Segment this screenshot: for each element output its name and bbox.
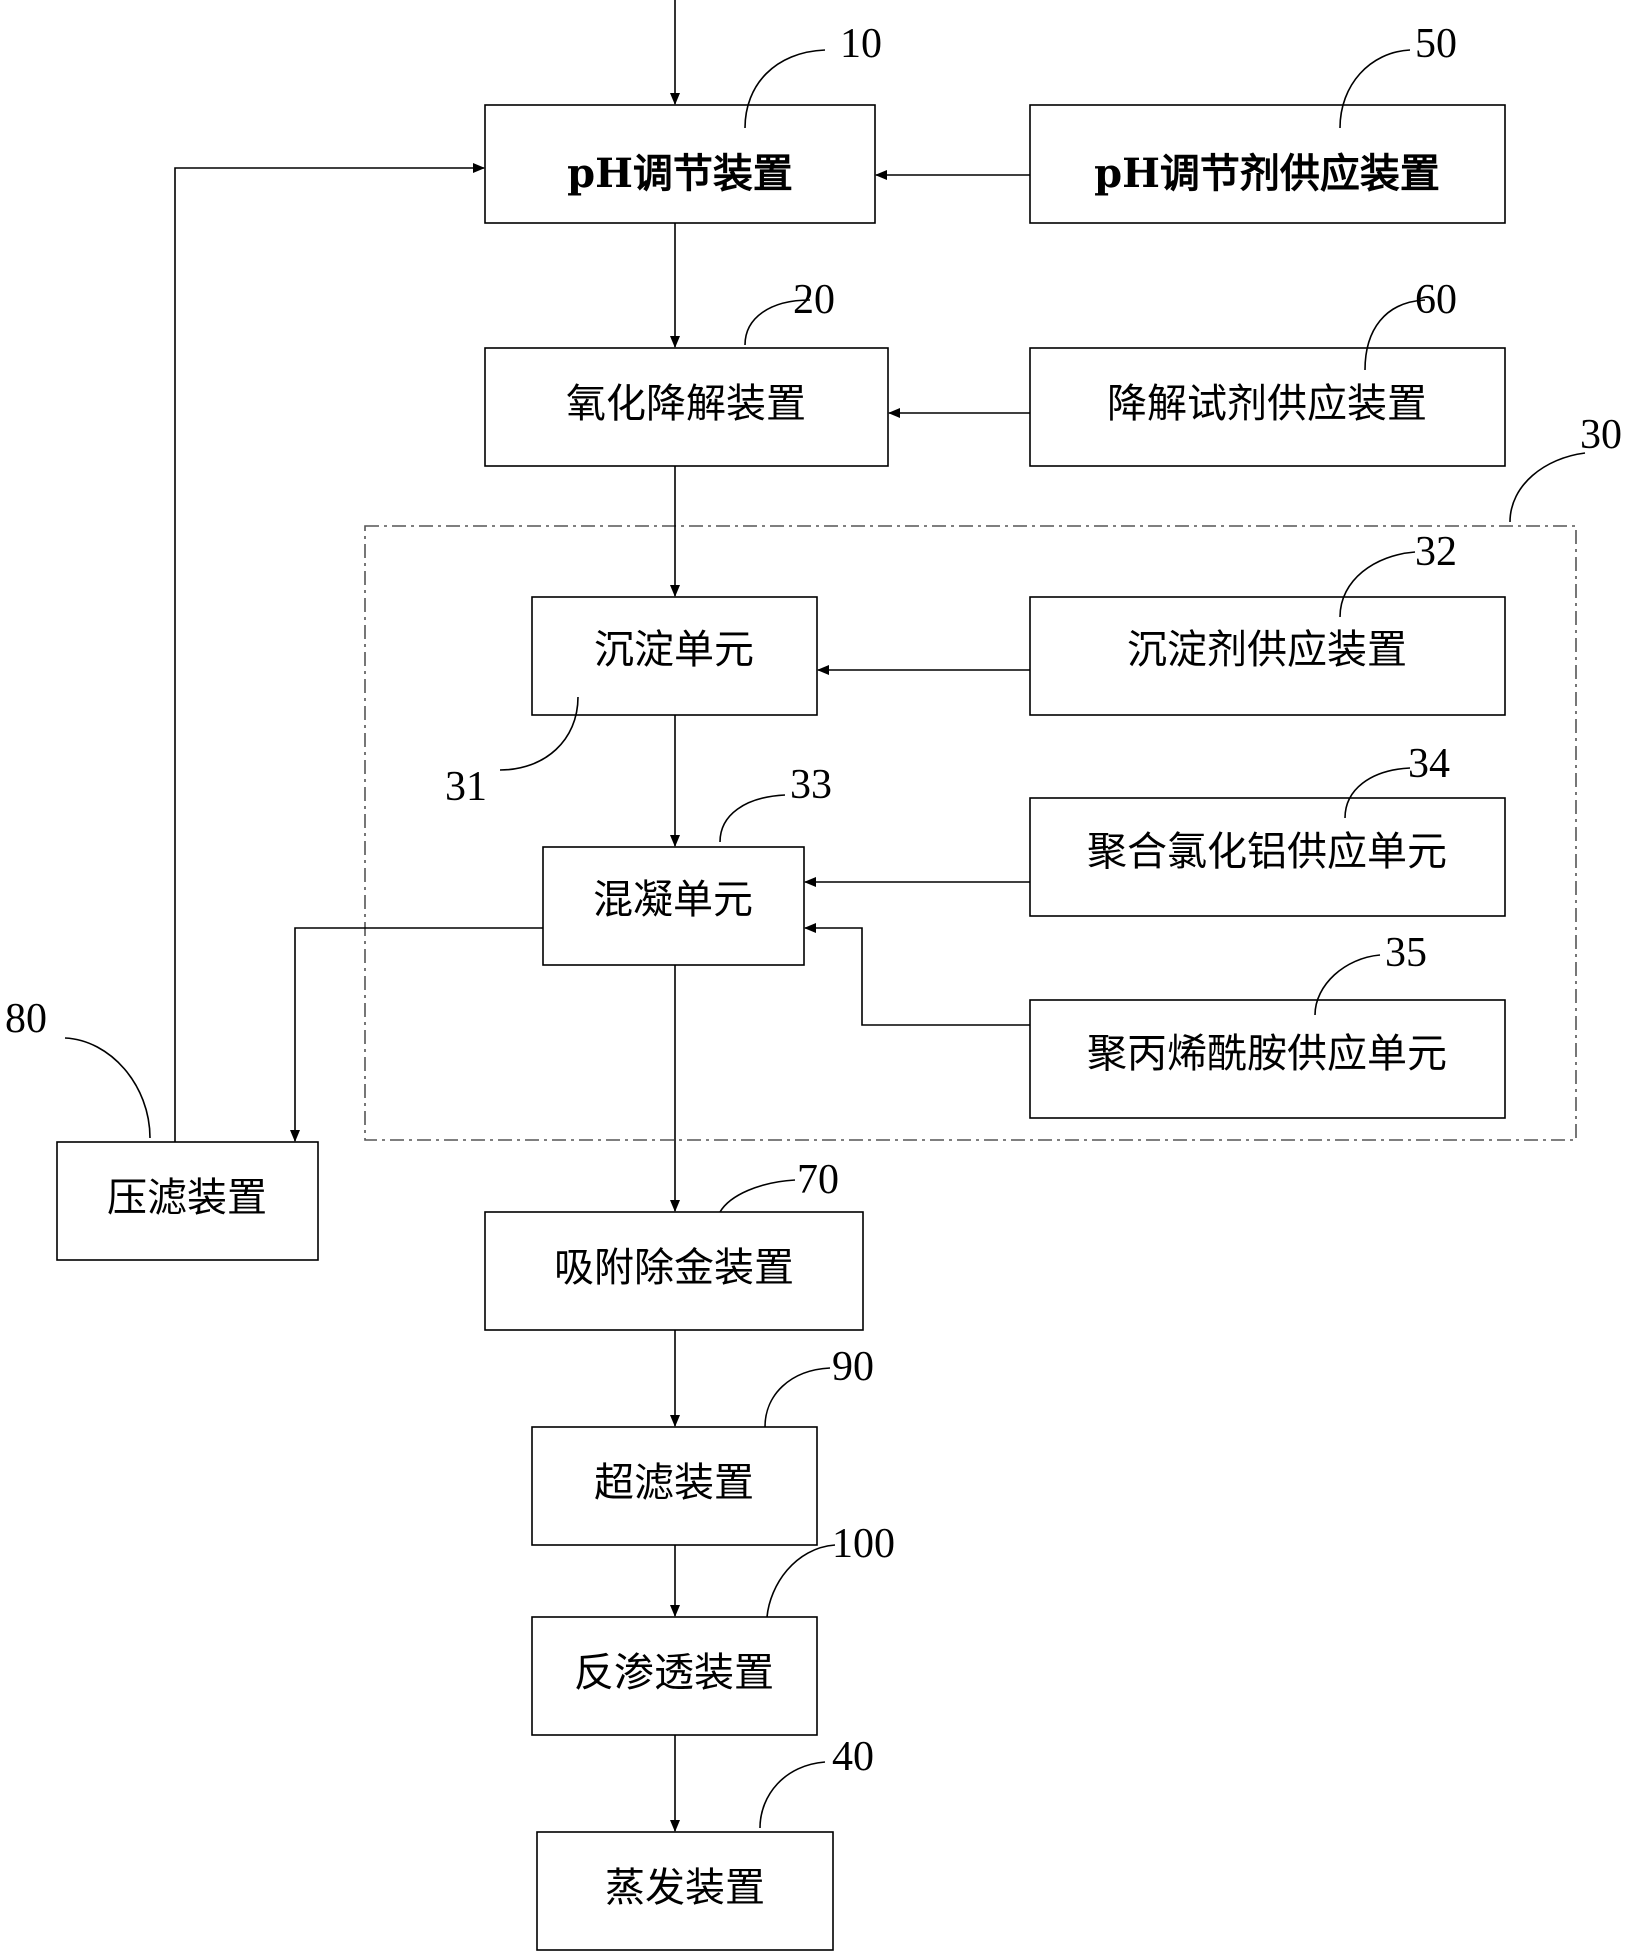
ref-80: 80	[5, 996, 47, 1042]
label-ph-agent-supply: pH调节剂供应装置	[1094, 150, 1440, 197]
label-ph-adjust: pH调节装置	[567, 150, 793, 197]
label-oxidation: 氧化降解装置	[566, 381, 806, 427]
pac-supply-box	[1029, 797, 1506, 917]
leader-20	[744, 299, 811, 346]
label-adsorption: 吸附除金装置	[554, 1245, 794, 1291]
leader-60	[1364, 299, 1426, 371]
label-precipitant-supply: 沉淀剂供应装置	[1127, 627, 1407, 673]
evaporation-box	[536, 1831, 834, 1951]
degradation-supply-box	[1029, 347, 1506, 467]
leader-30	[1509, 452, 1586, 523]
leader-80	[64, 1037, 151, 1139]
ph-agent-supply-box	[1029, 104, 1506, 224]
ref-40: 40	[832, 1734, 874, 1780]
leader-34	[1344, 767, 1411, 819]
leader-10	[744, 49, 826, 129]
arrow-coagulation-to-filter-press	[290, 927, 543, 1142]
adsorption-box	[484, 1211, 864, 1331]
ref-33: 33	[790, 762, 832, 808]
ultrafiltration-box	[531, 1426, 818, 1546]
label-reverse-osmosis: 反渗透装置	[574, 1650, 774, 1696]
leader-32	[1339, 551, 1416, 618]
ref-30: 30	[1580, 412, 1622, 458]
arrow-pam-supply	[804, 923, 1030, 1026]
ref-34: 34	[1408, 741, 1450, 787]
ref-31: 31	[445, 764, 487, 810]
leader-70	[719, 1179, 796, 1213]
label-coagulation: 混凝单元	[593, 877, 753, 923]
label-filter-press: 压滤装置	[107, 1175, 267, 1221]
label-degradation-supply: 降解试剂供应装置	[1107, 381, 1427, 427]
filter-press-box	[56, 1141, 319, 1261]
leader-33	[719, 794, 786, 843]
label-pam-supply: 聚丙烯酰胺供应单元	[1087, 1031, 1447, 1077]
oxidation-box	[484, 347, 889, 467]
leader-40	[759, 1761, 826, 1829]
precipitant-supply-box	[1029, 596, 1506, 716]
label-precipitation: 沉淀单元	[594, 627, 754, 673]
reverse-osmosis-box	[531, 1616, 818, 1736]
ref-60: 60	[1415, 277, 1457, 323]
leader-35	[1314, 954, 1381, 1016]
leader-31	[499, 696, 579, 771]
treatment-group-frame	[364, 525, 1577, 1141]
pam-supply-box	[1029, 999, 1506, 1119]
ref-50: 50	[1415, 21, 1457, 67]
label-ultrafiltration: 超滤装置	[594, 1460, 754, 1506]
label-evaporation: 蒸发装置	[605, 1865, 765, 1911]
leader-100	[766, 1544, 836, 1618]
ref-100: 100	[832, 1521, 895, 1567]
ref-32: 32	[1415, 529, 1457, 575]
ref-90: 90	[832, 1344, 874, 1390]
ref-10: 10	[840, 21, 882, 67]
ref-35: 35	[1385, 930, 1427, 976]
ref-70: 70	[797, 1157, 839, 1203]
label-pac-supply: 聚合氯化铝供应单元	[1087, 829, 1447, 875]
coagulation-box	[542, 846, 805, 966]
ref-20: 20	[793, 277, 835, 323]
leader-50	[1339, 49, 1411, 129]
leader-90	[764, 1367, 831, 1428]
ph-adjust-box	[484, 104, 876, 224]
arrow-filter-press-return	[174, 163, 485, 1142]
